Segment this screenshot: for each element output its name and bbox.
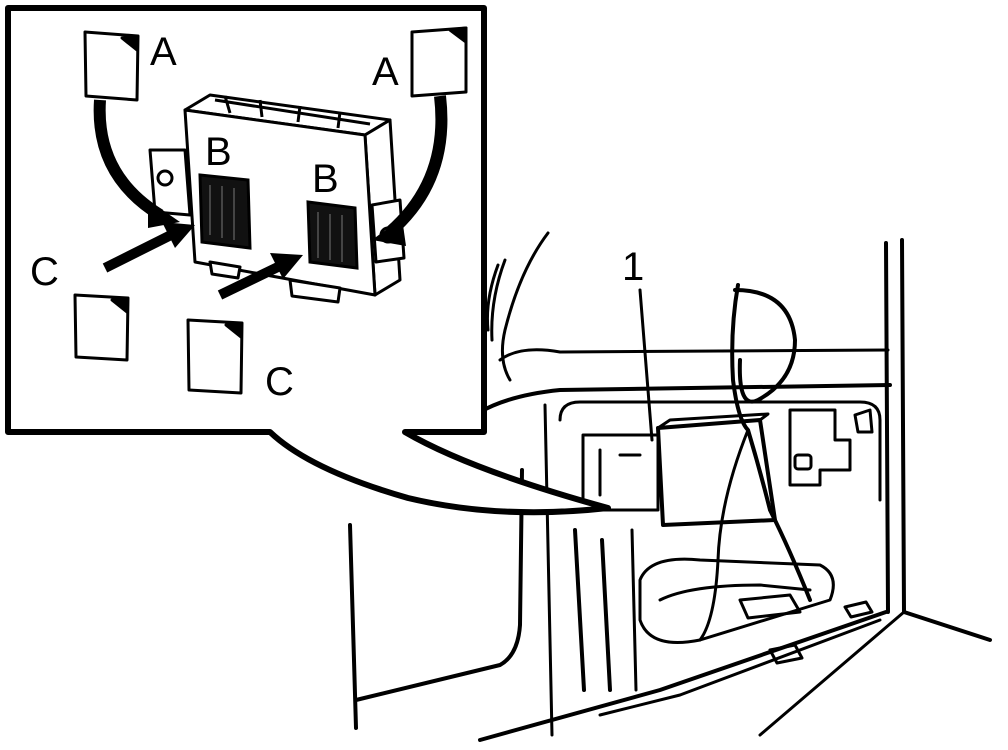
recess-frame (558, 400, 882, 502)
straight-arrow-c-bottom (217, 260, 285, 300)
vehicle-interior-scene (348, 231, 992, 742)
label-c-left: C (30, 250, 59, 294)
floor-edge-far (758, 610, 906, 737)
trim-vertical-4 (630, 528, 638, 692)
floor-tab-2 (843, 600, 874, 619)
floor-front-edge (478, 610, 888, 742)
wiring-harness-branch (698, 428, 750, 642)
connector-b-right (306, 200, 359, 270)
fastener-c-bottom (186, 318, 244, 395)
trim-vertical-1 (543, 403, 554, 737)
straight-arrow-c-bottom-head (270, 253, 303, 279)
callout-1-leader (638, 288, 654, 442)
trim-vertical-3 (600, 538, 612, 692)
fastener-c-left (73, 293, 130, 362)
floor-tab-1 (768, 643, 804, 665)
trim-lower-angle (598, 618, 882, 717)
floor-well-inner (658, 583, 812, 602)
label-c-bottom: C (265, 360, 294, 404)
trim-vertical-2 (573, 528, 586, 692)
connector-b-right-texture (317, 212, 343, 262)
right-bracket-tab (853, 408, 874, 434)
curved-arrow-a-left-head (148, 200, 180, 228)
module-1-body (656, 418, 777, 527)
fastener-a-left (83, 30, 140, 102)
wiring-harness-loop (733, 288, 797, 404)
label-b-left: B (205, 130, 232, 174)
left-pillar-line (348, 523, 358, 730)
label-a-left: A (150, 30, 177, 74)
module-bottom-tab-2 (208, 260, 242, 280)
straight-arrow-c-left-head (162, 222, 195, 248)
detail-inset: A A B B C C (5, 5, 611, 516)
module-top-ridges (214, 95, 371, 129)
label-a-right: A (372, 50, 399, 94)
left-ear-hole-icon (156, 169, 174, 187)
module-bottom-tab (288, 278, 342, 304)
connector-b-left (198, 173, 252, 250)
straight-arrow-c-left (102, 228, 178, 273)
fastener-a-right (410, 26, 468, 98)
mounting-bracket (581, 433, 660, 512)
curved-arrow-a-right-head (372, 218, 406, 246)
lower-sill-panel (354, 468, 524, 702)
label-b-right: B (312, 157, 339, 201)
module-1-top-edge (656, 412, 770, 430)
upper-panel-edge-inner (498, 348, 890, 362)
right-bracket-slot (793, 453, 813, 471)
right-bracket-cutout (788, 408, 852, 487)
right-pillar-inner (900, 238, 906, 614)
floor-well (638, 557, 835, 644)
connector-b-left-texture (209, 185, 235, 240)
upper-panel-edge (478, 383, 892, 414)
curved-arrow-a-left (93, 99, 164, 221)
curved-arrow-a-right (386, 95, 448, 237)
right-pillar (884, 241, 890, 614)
label-item-1: 1 (622, 245, 644, 289)
bracket-detail (598, 448, 642, 497)
wiring-harness-strands (485, 231, 550, 382)
floor-edge-right (902, 610, 992, 642)
floor-clip (738, 593, 802, 620)
